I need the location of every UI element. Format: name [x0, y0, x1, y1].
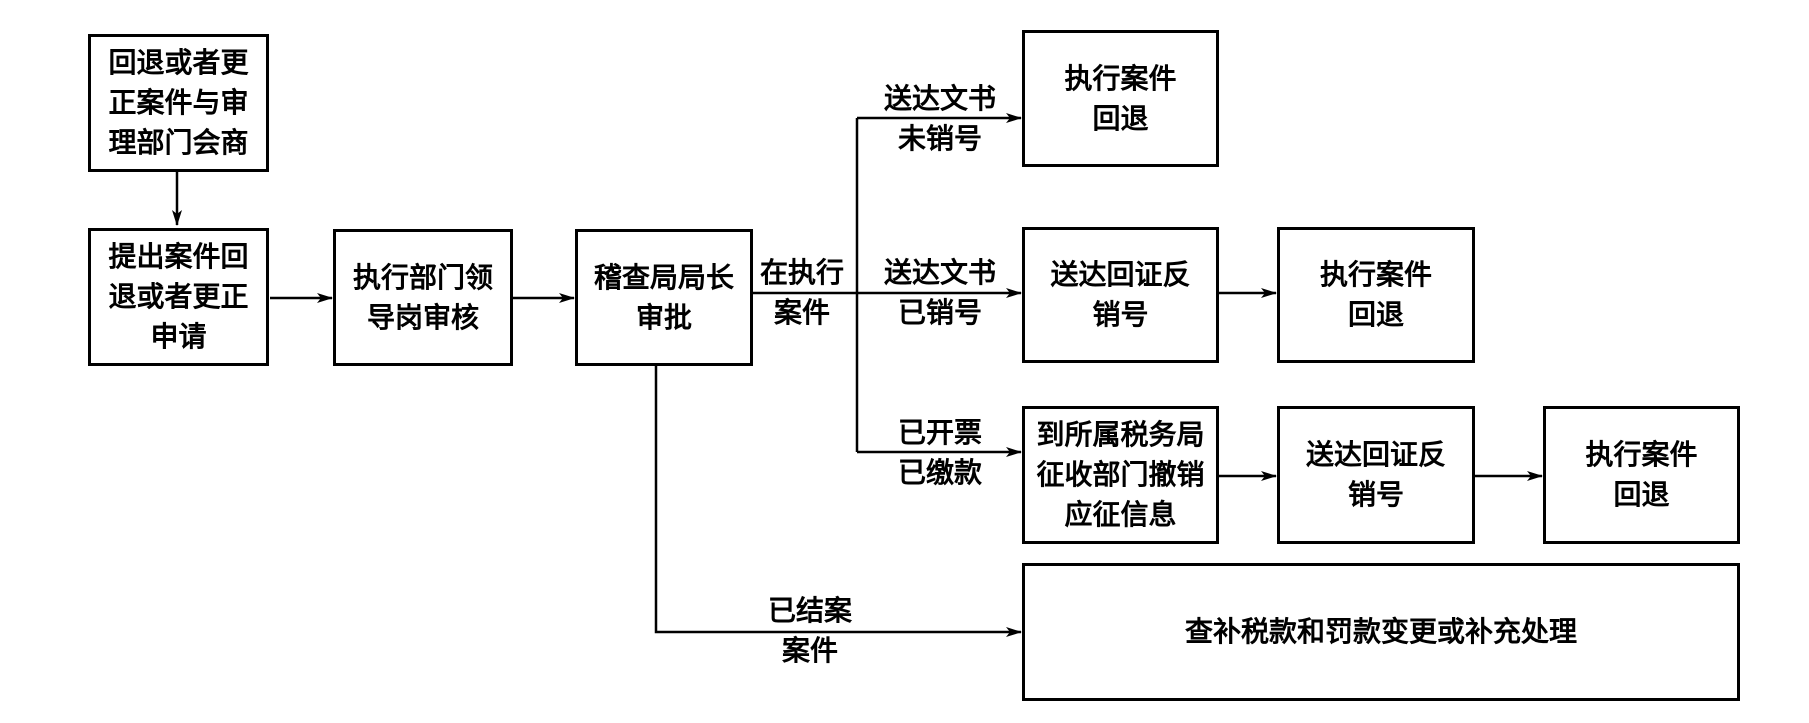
- director-approval-node: 稽查局局长 审批: [575, 229, 753, 366]
- exec-dept-review-node: 执行部门领 导岗审核: [333, 229, 513, 366]
- case-rollback-node-b: 执行案件 回退: [1277, 227, 1475, 363]
- case-rollback-node-a: 执行案件 回退: [1022, 30, 1219, 167]
- receipt-reverse-node-b: 送达回证反 销号: [1022, 227, 1219, 363]
- rollback-request-node: 提出案件回 退或者更正 申请: [88, 228, 269, 366]
- edge-label-invoiced-paid: 已开票 已缴款: [897, 416, 982, 489]
- receipt-reverse-node-c: 送达回证反 销号: [1277, 406, 1475, 544]
- edge-label-closed-case: 已结案 案件: [767, 594, 852, 667]
- edge-label-in-execution: 在执行 案件: [759, 256, 844, 329]
- case-rollback-node-c: 执行案件 回退: [1543, 406, 1740, 544]
- consult-review-node: 回退或者更 正案件与审 理部门会商: [88, 34, 269, 172]
- revoke-levy-node-c: 到所属税务局 征收部门撤销 应征信息: [1022, 406, 1219, 544]
- edge-label-cancelled: 送达文书 已销号: [883, 256, 996, 329]
- closed-case-handling-node: 查补税款和罚款变更或补充处理: [1022, 563, 1740, 701]
- edge-label-not-cancelled: 送达文书 未销号: [883, 82, 996, 155]
- arrow-director-to-closed: [654, 366, 1022, 637]
